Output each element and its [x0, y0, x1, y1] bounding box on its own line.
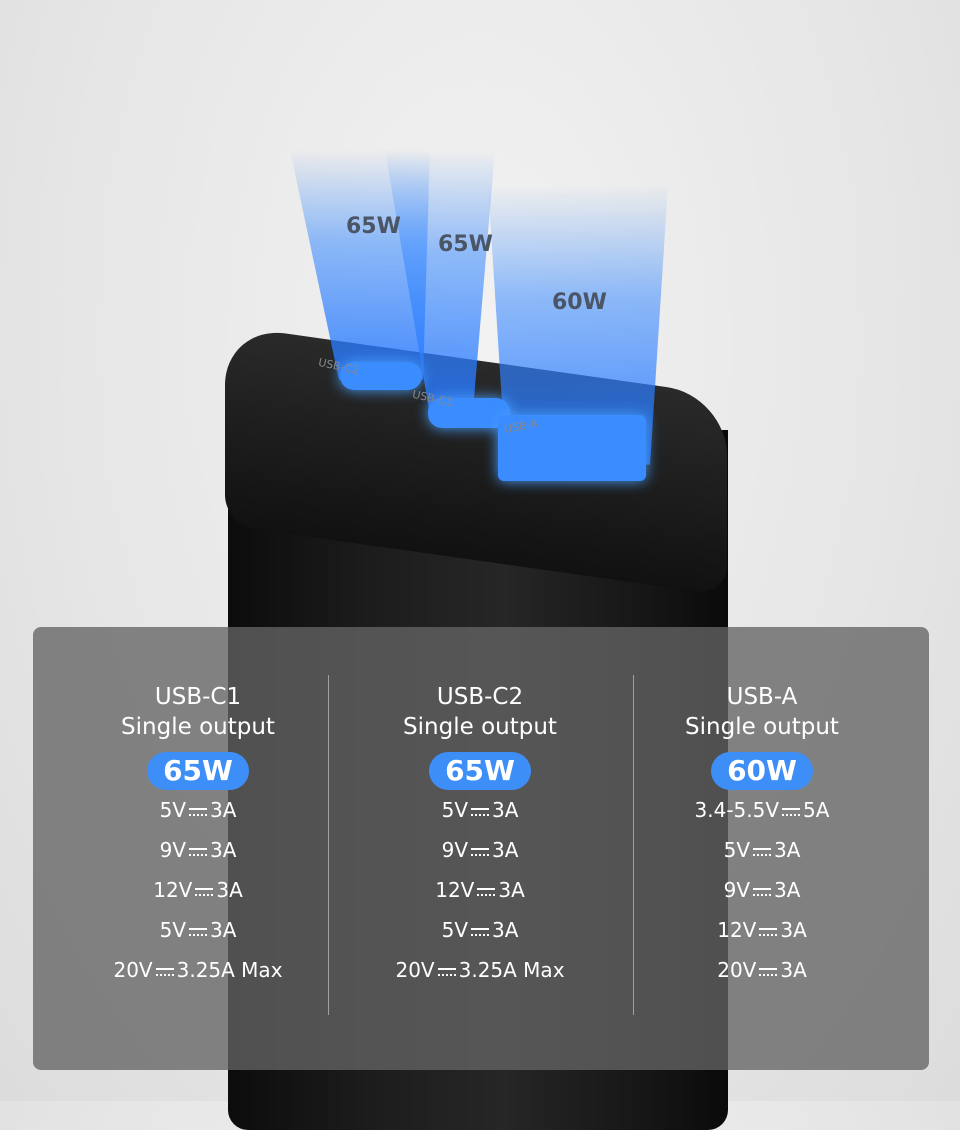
- port-name: USB-A: [726, 684, 798, 710]
- spec-value: 12V: [717, 918, 757, 942]
- spec-value: 3A: [780, 958, 807, 982]
- spec-row: 20V 3.25A Max: [49, 950, 347, 990]
- spec-value: 3.25A Max: [458, 958, 565, 982]
- output-mode: Single output: [685, 714, 839, 740]
- spec-row: 20V 3.25A Max: [331, 950, 629, 990]
- port-usb-c2: [340, 362, 422, 390]
- spec-value: 20V: [717, 958, 757, 982]
- dc-symbol-icon: [155, 967, 174, 976]
- spec-row: 5V 3A: [331, 790, 629, 830]
- dc-symbol-icon: [477, 887, 496, 896]
- output-mode: Single output: [403, 714, 557, 740]
- spec-row: 9V 3A: [331, 830, 629, 870]
- port-usb-a: [498, 415, 646, 481]
- spec-row: 12V 3A: [49, 870, 347, 910]
- spec-value: 3A: [492, 838, 519, 862]
- power-badge: 65W: [429, 752, 531, 790]
- port-name: USB-C1: [154, 684, 242, 710]
- spec-row: 5V 3A: [331, 910, 629, 950]
- spec-value: 5V: [441, 798, 468, 822]
- spec-value: 3A: [210, 918, 237, 942]
- spec-value: 3A: [498, 878, 525, 902]
- spec-row: 3.4-5.5V 5A: [613, 790, 911, 830]
- spec-row: 9V 3A: [49, 830, 347, 870]
- spec-value: 3.25A Max: [176, 958, 283, 982]
- spec-value: 20V: [113, 958, 153, 982]
- spec-value: 12V: [435, 878, 475, 902]
- spec-value: 9V: [159, 838, 186, 862]
- spec-value: 3A: [492, 798, 519, 822]
- spec-row: 9V 3A: [613, 870, 911, 910]
- dc-symbol-icon: [753, 887, 771, 896]
- spec-row: 5V 3A: [49, 790, 347, 830]
- dc-symbol-icon: [437, 967, 456, 976]
- spec-value: 3A: [774, 878, 801, 902]
- spec-row: 20V 3A: [613, 950, 911, 990]
- beam-label: 65W: [438, 232, 493, 257]
- divider: [328, 675, 329, 1015]
- spec-value: 5V: [723, 838, 750, 862]
- port-name: USB-C2: [436, 684, 524, 710]
- spec-value: 5V: [441, 918, 468, 942]
- spec-value: 12V: [153, 878, 193, 902]
- spec-value: 20V: [395, 958, 435, 982]
- spec-value: 3.4-5.5V: [694, 798, 780, 822]
- power-badge: 65W: [147, 752, 249, 790]
- spec-value: 3A: [492, 918, 519, 942]
- output-mode: Single output: [121, 714, 275, 740]
- divider: [633, 675, 634, 1015]
- beam-label: 65W: [346, 214, 401, 239]
- spec-value: 3A: [780, 918, 807, 942]
- power-badge: 60W: [711, 752, 813, 790]
- spec-row: 5V 3A: [613, 830, 911, 870]
- spec-row: 12V 3A: [613, 910, 911, 950]
- dc-symbol-icon: [759, 967, 778, 976]
- column-usb-a: USB-A Single output 60W 3.4-5.5V 5A 5V 3A 9…: [613, 627, 911, 1070]
- beam-label: 60W: [552, 290, 607, 315]
- dc-symbol-icon: [189, 847, 207, 856]
- dc-symbol-icon: [759, 927, 778, 936]
- spec-value: 3A: [210, 838, 237, 862]
- dc-symbol-icon: [195, 887, 214, 896]
- spec-value: 9V: [723, 878, 750, 902]
- spec-row: 5V 3A: [49, 910, 347, 950]
- dc-symbol-icon: [471, 847, 489, 856]
- spec-value: 3A: [216, 878, 243, 902]
- spec-value: 3A: [210, 798, 237, 822]
- port-usb-c1: [428, 398, 510, 428]
- spec-value: 9V: [441, 838, 468, 862]
- dc-symbol-icon: [189, 927, 207, 936]
- dc-symbol-icon: [471, 927, 489, 936]
- spec-row: 12V 3A: [331, 870, 629, 910]
- spec-value: 5V: [159, 918, 186, 942]
- dc-symbol-icon: [782, 807, 801, 816]
- spec-value: 3A: [774, 838, 801, 862]
- dc-symbol-icon: [471, 807, 489, 816]
- spec-value: 5A: [803, 798, 830, 822]
- dc-symbol-icon: [189, 807, 207, 816]
- spec-value: 5V: [159, 798, 186, 822]
- dc-symbol-icon: [753, 847, 771, 856]
